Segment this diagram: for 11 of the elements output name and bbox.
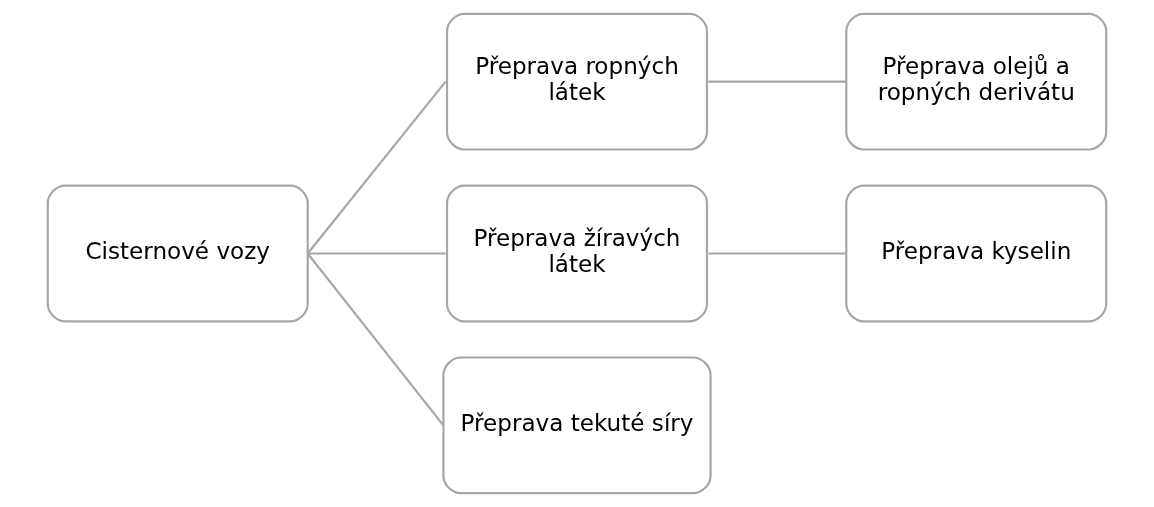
connector — [306, 81, 447, 255]
node-box: Přeprava žíravých látek — [445, 184, 709, 323]
connector — [708, 252, 847, 255]
node-box: Cisternové vozy — [46, 184, 309, 323]
node-box: Přeprava tekuté síry — [442, 356, 712, 495]
connector — [306, 252, 445, 426]
connector — [708, 80, 847, 83]
node-box: Přeprava ropných látek — [445, 12, 709, 151]
connector — [307, 252, 446, 255]
node-box: Přeprava kyselin — [845, 184, 1108, 323]
node-box: Přeprava olejů a ropných derivátu — [845, 12, 1108, 151]
